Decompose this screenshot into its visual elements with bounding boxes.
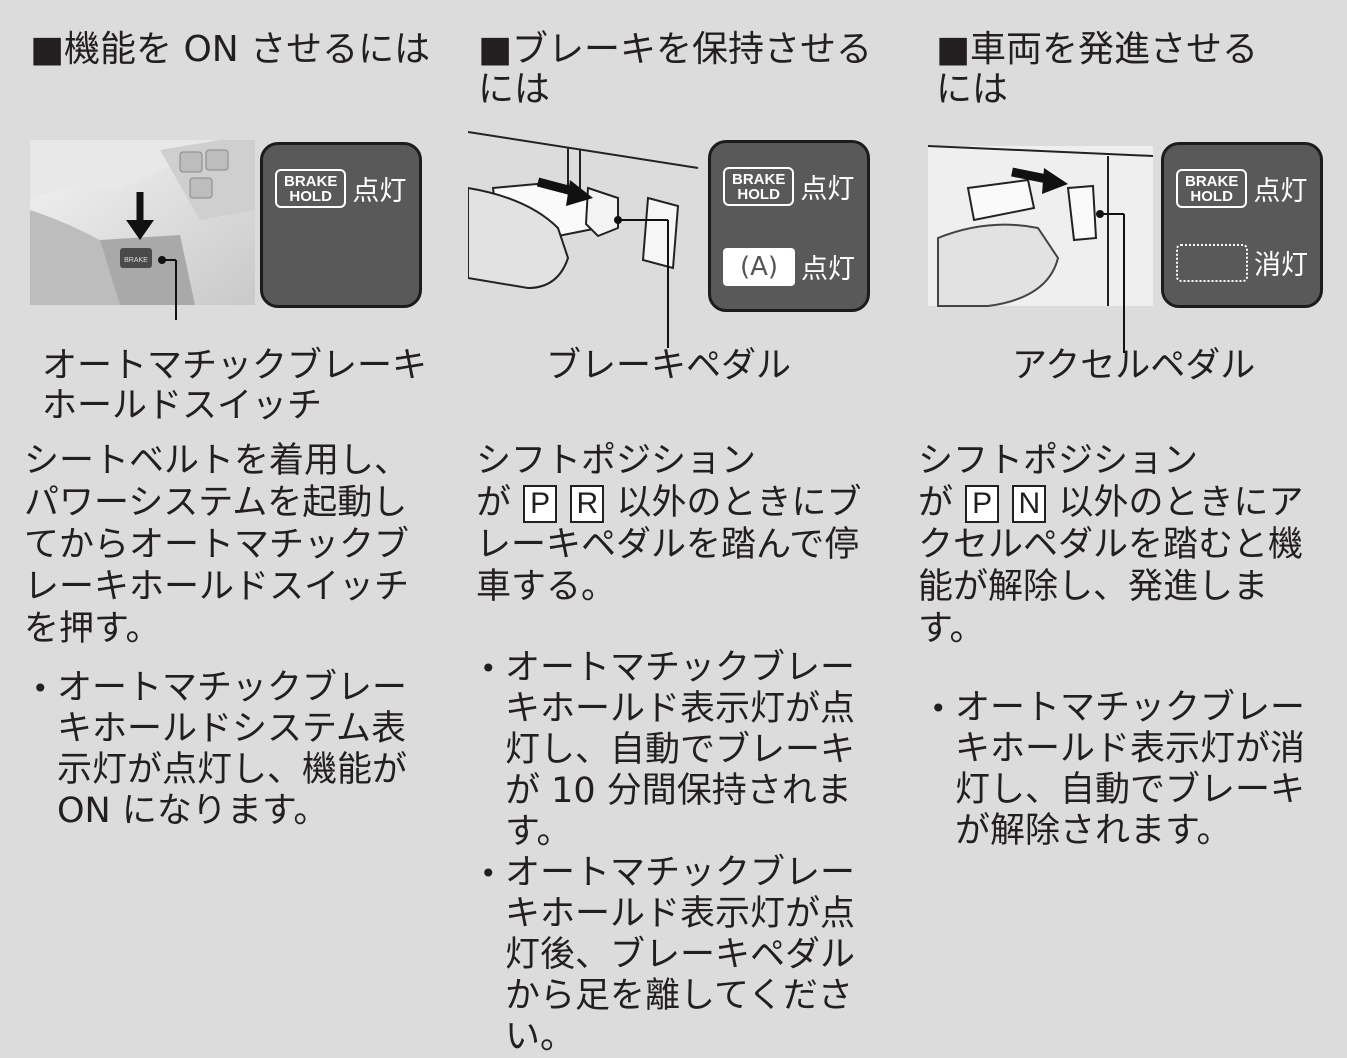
brake-hold-lamp-off: 消灯 (1176, 243, 1308, 282)
switch-caption: オートマチックブレーキ ホールドスイッチ (42, 346, 428, 426)
section-heading: ■機能を ON させるには (30, 29, 431, 70)
illustration-switch: BRAKE BRAKE HOLD 点灯 (30, 128, 450, 328)
indicator-panel: BRAKE HOLD 点灯 (260, 142, 422, 308)
note-item: • オートマチックブレー キホールド表示灯が消 灯し、自動でブレーキ が解除され… (930, 688, 1306, 851)
instruction-text: シフトポジション が P N 以外のときにア クセルペダルを踏むと機 能が解除し… (918, 441, 1304, 649)
indicator-panel: BRAKE HOLD 点灯 消灯 (1161, 142, 1323, 308)
notes-list: • オートマチックブレー キホールドシステム表 示灯が点灯し、機能が ON にな… (30, 668, 407, 832)
parking-brake-icon: (A) (723, 247, 795, 286)
note-item: • オートマチックブレー キホールド表示灯が点 灯後、ブレーキペダル から足を離… (480, 853, 856, 1057)
section-heading: ■ブレーキを保持させる には (478, 29, 873, 110)
brake-hold-icon: BRAKE HOLD (275, 169, 347, 208)
lamp-state-label: 点灯 (800, 174, 855, 205)
lamp-state-label: 点灯 (1253, 176, 1308, 207)
shift-key-p: P (965, 485, 1000, 523)
illustration-brake-pedal: BRAKE HOLD 点灯 (A) 点灯 (468, 128, 898, 348)
shift-key-r: R (570, 485, 605, 523)
unlit-lamp-icon (1176, 243, 1248, 282)
notes-list: • オートマチックブレー キホールド表示灯が消 灯し、自動でブレーキ が解除され… (928, 688, 1305, 852)
brake-hold-icon: BRAKE HOLD (1176, 169, 1248, 208)
shift-key-n: N (1012, 485, 1047, 523)
lamp-state-label: 点灯 (801, 254, 855, 285)
note-item: • オートマチックブレー キホールドシステム表 示灯が点灯し、機能が ON にな… (32, 668, 408, 831)
console-switch-drawing: BRAKE (30, 140, 255, 320)
brake-pedal-drawing (468, 131, 699, 348)
indicator-panel: BRAKE HOLD 点灯 (A) 点灯 (708, 140, 870, 312)
pedal-caption: アクセルペダル (1012, 346, 1256, 386)
brake-hold-icon: BRAKE HOLD (723, 167, 795, 206)
lamp-state-label: 消灯 (1254, 250, 1308, 281)
parking-brake-lamp: (A) 点灯 (723, 247, 855, 286)
instruction-text: シフトポジション が P R 以外のときにブ レーキペダルを踏んで停 車する。 (476, 441, 862, 607)
accelerator-pedal-drawing (928, 145, 1154, 353)
illustration-accel-pedal: BRAKE HOLD 点灯 消灯 (928, 128, 1347, 353)
brake-hold-lamp: BRAKE HOLD 点灯 (1176, 169, 1307, 208)
shift-key-p: P (523, 485, 558, 523)
svg-text:BRAKE: BRAKE (124, 257, 148, 264)
brake-hold-lamp: BRAKE HOLD 点灯 (275, 169, 406, 208)
section-heading: ■車両を発進させる には (936, 29, 1259, 110)
lamp-state-label: 点灯 (352, 176, 407, 207)
note-item: • オートマチックブレー キホールド表示灯が点 灯し、自動でブレーキ が 10 … (480, 648, 856, 852)
pedal-caption: ブレーキペダル (546, 346, 792, 386)
notes-list: • オートマチックブレー キホールド表示灯が点 灯し、自動でブレーキ が 10 … (478, 648, 855, 1058)
instruction-text: シートベルトを着用し、 パワーシステムを起動し てからオートマチックブ レーキホ… (24, 441, 410, 649)
brake-hold-lamp: BRAKE HOLD 点灯 (723, 167, 854, 206)
